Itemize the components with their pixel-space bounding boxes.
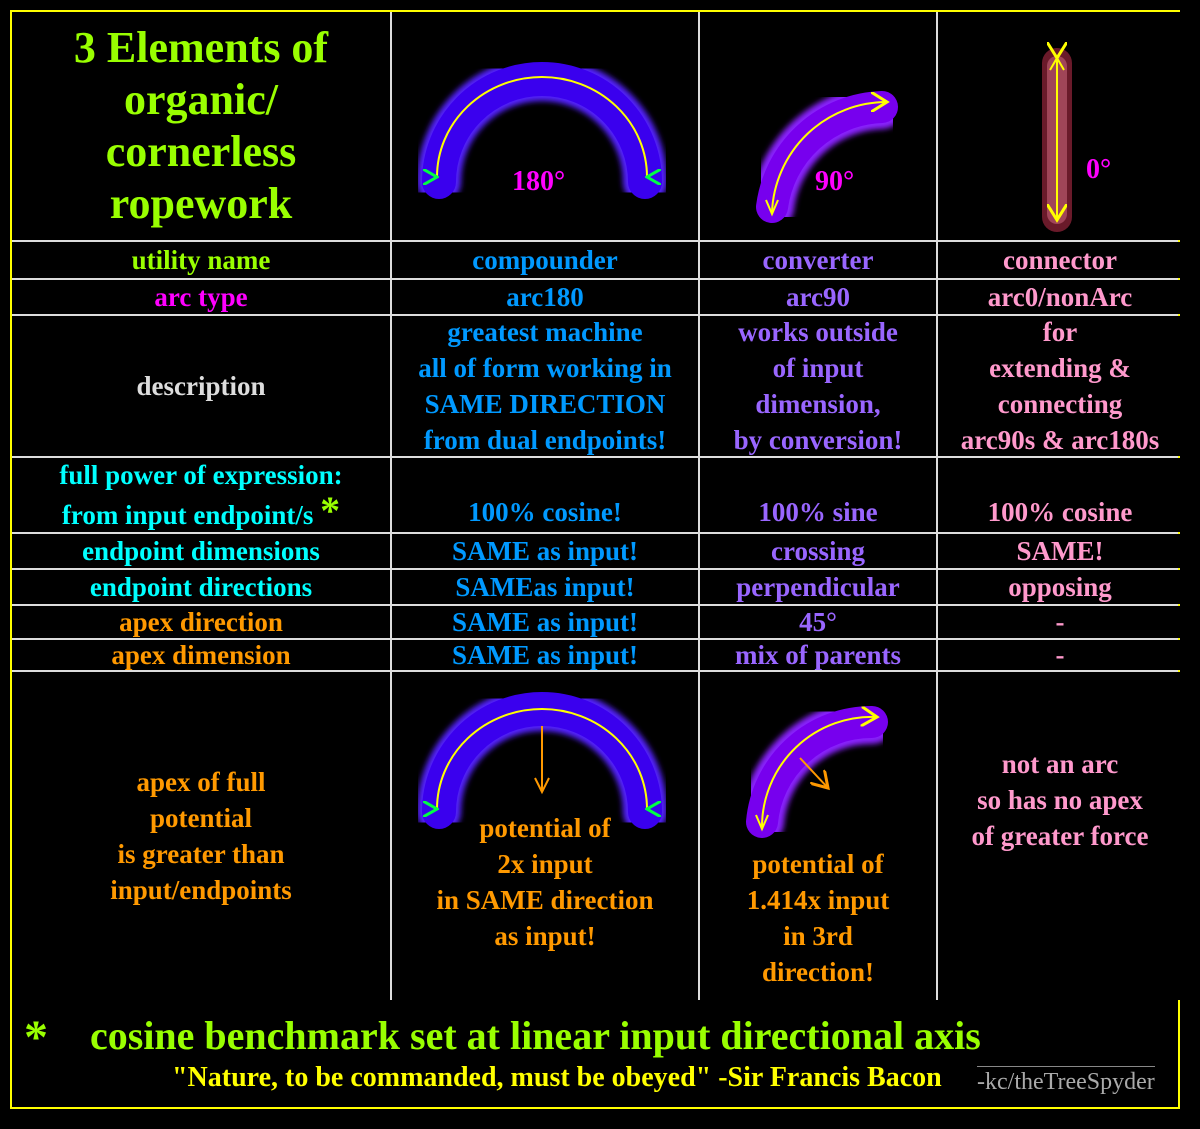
text-line: is greater than bbox=[117, 839, 285, 869]
text-line: works outside bbox=[738, 317, 898, 347]
text-line: potential bbox=[149, 803, 252, 833]
apexdim-compounder: SAME as input! bbox=[392, 640, 698, 670]
text-line: apex of full bbox=[136, 767, 266, 797]
utility-compounder: compounder bbox=[392, 242, 698, 278]
dims-connector: SAME! bbox=[938, 534, 1182, 568]
asterisk-icon: * bbox=[24, 1011, 48, 1064]
text-line: by conversion! bbox=[733, 425, 903, 455]
text-line: not an arc bbox=[1001, 749, 1119, 779]
description-converter: works outside of input dimension, by con… bbox=[700, 316, 936, 456]
arc180-icon bbox=[417, 57, 667, 204]
apexdir-label: apex direction bbox=[12, 606, 390, 638]
title-line: organic/ bbox=[124, 75, 278, 124]
description-label: description bbox=[12, 316, 390, 456]
arc-type-90: arc90 bbox=[700, 280, 936, 314]
power-compounder: 100% cosine! bbox=[392, 458, 698, 532]
apexdir-connector: - bbox=[938, 606, 1182, 638]
text-line: of input bbox=[772, 353, 864, 383]
dirs-label: endpoint directions bbox=[12, 570, 390, 604]
power-label: full power of expression: from input end… bbox=[12, 458, 390, 532]
text-line: greatest machine bbox=[447, 317, 643, 347]
apex-connector: not an arc so has no apex of greater for… bbox=[938, 672, 1182, 1000]
arc180-apex-icon bbox=[417, 687, 667, 834]
dims-label: endpoint dimensions bbox=[12, 534, 390, 568]
apexdim-connector: - bbox=[938, 640, 1182, 670]
arc-type-label: arc type bbox=[12, 280, 390, 314]
text-line: from input endpoint/s bbox=[61, 500, 314, 530]
quote: "Nature, to be commanded, must be obeyed… bbox=[172, 1062, 942, 1093]
dirs-connector: opposing bbox=[938, 570, 1182, 604]
arc0-diagram: 0° bbox=[938, 12, 1182, 240]
arc-type-180: arc180 bbox=[392, 280, 698, 314]
description-compounder: greatest machine all of form working in … bbox=[392, 316, 698, 456]
text-line: as input! bbox=[494, 921, 596, 951]
text-line: 2x input bbox=[497, 849, 593, 879]
power-converter: 100% sine bbox=[700, 458, 936, 532]
text-line: full power of expression: bbox=[59, 460, 343, 490]
text-line: so has no apex bbox=[977, 785, 1143, 815]
text-line: in 3rd bbox=[783, 921, 853, 951]
dirs-converter: perpendicular bbox=[700, 570, 936, 604]
text-line: extending & bbox=[989, 353, 1131, 383]
text-line: potential of bbox=[752, 849, 884, 879]
arc180-diagram: 180° bbox=[392, 12, 698, 240]
text-line: SAME DIRECTION bbox=[424, 389, 666, 419]
benchmark-note: cosine benchmark set at linear input dir… bbox=[90, 1013, 981, 1058]
connector-icon bbox=[1042, 12, 1072, 232]
text-line: for bbox=[1042, 317, 1078, 347]
text-line: of greater force bbox=[971, 821, 1149, 851]
angle-180-label: 180° bbox=[512, 166, 566, 197]
title-line: cornerless bbox=[105, 127, 297, 176]
signature: -kc/theTreeSpyder bbox=[977, 1066, 1155, 1096]
asterisk-icon: * bbox=[320, 488, 341, 532]
arc90-apex-icon bbox=[740, 699, 894, 844]
power-connector: 100% cosine bbox=[938, 458, 1182, 532]
arc-type-0: arc0/nonArc bbox=[938, 280, 1182, 314]
dims-converter: crossing bbox=[700, 534, 936, 568]
utility-label: utility name bbox=[12, 242, 390, 278]
apex-label: apex of full potential is greater than i… bbox=[12, 672, 390, 1000]
text-line: arc90s & arc180s bbox=[960, 425, 1160, 455]
text-line: from input endpoint/s * bbox=[59, 491, 342, 532]
apex-compounder: potential of 2x input in SAME direction … bbox=[392, 672, 698, 1000]
arc90-icon bbox=[750, 85, 904, 229]
text-line: from dual endpoints! bbox=[423, 425, 667, 455]
description-connector: for extending & connecting arc90s & arc1… bbox=[938, 316, 1182, 456]
title-line: ropework bbox=[109, 179, 293, 228]
apexdim-label: apex dimension bbox=[12, 640, 390, 670]
arc90-diagram: 90° bbox=[700, 12, 936, 240]
text-line: dimension, bbox=[755, 389, 881, 419]
angle-90-label: 90° bbox=[815, 166, 855, 197]
utility-connector: connector bbox=[938, 242, 1182, 278]
title-cell: 3 Elements of organic/ cornerless ropewo… bbox=[12, 12, 390, 240]
footer: * cosine benchmark set at linear input d… bbox=[10, 1000, 1180, 1109]
dims-compounder: SAME as input! bbox=[392, 534, 698, 568]
apex-converter: potential of 1.414x input in 3rd directi… bbox=[700, 672, 936, 1000]
text-line: all of form working in bbox=[418, 353, 672, 383]
title-line: 3 Elements of bbox=[73, 23, 329, 72]
text-line: direction! bbox=[762, 957, 874, 987]
text-line: potential of bbox=[479, 813, 611, 843]
text-line: 1.414x input bbox=[746, 885, 890, 915]
utility-converter: converter bbox=[700, 242, 936, 278]
text-line: input/endpoints bbox=[110, 875, 292, 905]
text-line: connecting bbox=[997, 389, 1123, 419]
apexdir-converter: 45° bbox=[700, 606, 936, 638]
text-line: in SAME direction bbox=[436, 885, 654, 915]
apexdim-converter: mix of parents bbox=[700, 640, 936, 670]
dirs-compounder: SAMEas input! bbox=[392, 570, 698, 604]
apexdir-compounder: SAME as input! bbox=[392, 606, 698, 638]
elements-table: 3 Elements of organic/ cornerless ropewo… bbox=[10, 10, 1182, 1000]
angle-0-label: 0° bbox=[1086, 154, 1112, 185]
